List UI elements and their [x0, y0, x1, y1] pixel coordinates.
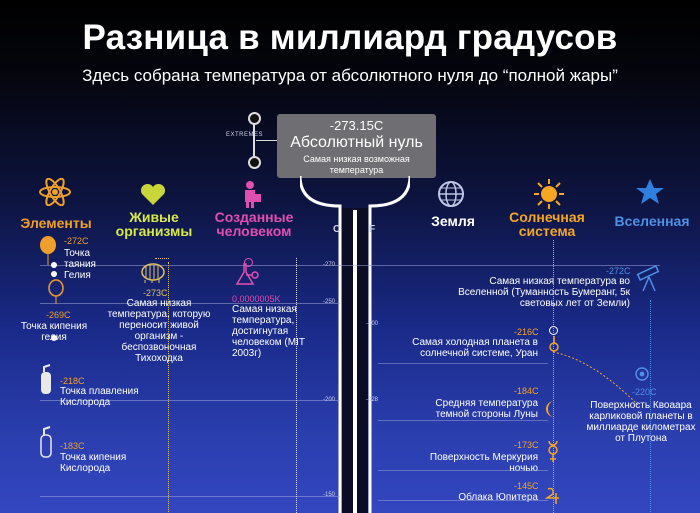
oxygen-boil-temp: -183C — [60, 441, 85, 451]
oxygen-melt-text: Точка плавления Кислорода — [60, 386, 139, 408]
solar-curve — [553, 351, 639, 406]
atom-icon — [39, 178, 71, 206]
tardigrade-temp: -273C — [143, 288, 168, 298]
oxygen-boil-text: Точка кипения Кислорода — [60, 452, 127, 474]
tick-c-250: -250 — [323, 299, 336, 305]
mit-temp: 0,0000005K — [232, 294, 281, 304]
mercury-text: Поверхность Меркурия ночью — [429, 452, 538, 474]
extremes-connector — [256, 140, 278, 141]
elements-dot-1 — [51, 262, 57, 268]
absolute-zero-callout: -273.15C Абсолютный нуль Самая низкая во… — [277, 114, 436, 178]
extremes-bottom-dot — [248, 156, 261, 169]
living-dotted-connector — [155, 258, 169, 259]
thermometer-tube — [300, 176, 410, 513]
extremes-top-dot — [248, 112, 261, 125]
uranus-temp: -216C — [514, 327, 539, 337]
category-living: Живые организмы — [115, 209, 193, 239]
quaoar-icon — [635, 367, 649, 381]
moon-temp: -184C — [514, 386, 539, 396]
extremes-label: EXTREMES — [226, 132, 264, 138]
uranus-icon — [549, 336, 559, 352]
solar-dotted-line — [553, 240, 554, 513]
oxygen-tank-icon — [41, 364, 51, 394]
human-dot — [244, 258, 253, 267]
absolute-zero-temp: -273.15C — [329, 118, 384, 133]
heart-icon — [140, 183, 166, 205]
category-universe: Вселенная — [614, 213, 690, 229]
elements-dot-3 — [51, 335, 57, 341]
boomerang-text: Самая низкая температура во Вселенной (Т… — [458, 276, 630, 309]
telescope-icon — [636, 265, 660, 292]
mercury-temp: -173C — [514, 440, 539, 450]
page-subtitle: Здесь собрана температура от абсолютного… — [82, 66, 618, 85]
fahrenheit-label: F — [369, 224, 376, 235]
person-icon — [245, 181, 261, 208]
earth-marker-uranus — [378, 363, 548, 364]
guide-line-200 — [40, 400, 340, 401]
helium-melt-temp: -272C — [64, 236, 89, 246]
moon-icon — [546, 401, 554, 417]
helium-boil-temp: -269C — [46, 310, 71, 320]
mit-text: Самая низкая температура, достигнутая че… — [232, 304, 305, 359]
star-icon — [636, 179, 664, 204]
oxygen-melt-temp: -218C — [60, 376, 85, 386]
tick-f-328: -328 — [366, 397, 379, 403]
tick-c-150: -150 — [323, 492, 336, 498]
human-dotted-line — [296, 258, 297, 513]
earth-marker-jupiter — [378, 500, 548, 501]
absolute-zero-name: Абсолютный нуль — [290, 134, 423, 151]
quaoar-temp: -220C — [632, 387, 657, 397]
tardigrade-text: Самая низкая температура, которую перено… — [107, 298, 211, 364]
category-elements: Элементы — [20, 215, 92, 231]
category-human: Созданные человеком — [214, 209, 294, 239]
earth-marker-moon — [378, 420, 548, 421]
category-solar: Солнечная система — [509, 209, 585, 239]
boomerang-temp: -272C — [606, 266, 631, 276]
balloon-icon — [40, 236, 56, 265]
sun-icon — [534, 179, 564, 209]
extremes-line — [253, 117, 255, 165]
helium-melt-text: Точка таяния Гелия — [64, 248, 96, 281]
guide-line-250 — [40, 303, 340, 304]
elements-dot-2 — [51, 271, 57, 277]
balloon-outline-icon — [48, 279, 64, 304]
universe-dotted-line — [650, 300, 651, 512]
solar-dot — [549, 326, 558, 335]
oxygen-tank-outline-icon — [40, 426, 52, 458]
guide-line-270 — [40, 265, 660, 266]
page-title: Разница в миллиард градусов — [82, 18, 618, 57]
globe-icon — [438, 181, 464, 207]
earth-marker-mercury — [378, 470, 548, 471]
moon-text: Средняя температура темной стороны Луны — [435, 398, 538, 420]
jupiter-text: Облака Юпитера — [458, 492, 538, 503]
celsius-label: C — [333, 224, 341, 235]
jupiter-temp: -145C — [514, 481, 539, 491]
tick-f-400: -400 — [366, 321, 379, 327]
guide-line-150 — [40, 496, 340, 497]
absolute-zero-desc: Самая низкая возможная температура — [303, 154, 410, 175]
category-earth: Земля — [431, 213, 475, 229]
quaoar-text: Поверхность Квоаара карликовой планеты в… — [586, 400, 696, 444]
tardigrade-icon — [141, 263, 165, 283]
living-dotted-line — [168, 262, 169, 512]
uranus-text: Самая холодная планета в солнечной систе… — [412, 337, 538, 359]
